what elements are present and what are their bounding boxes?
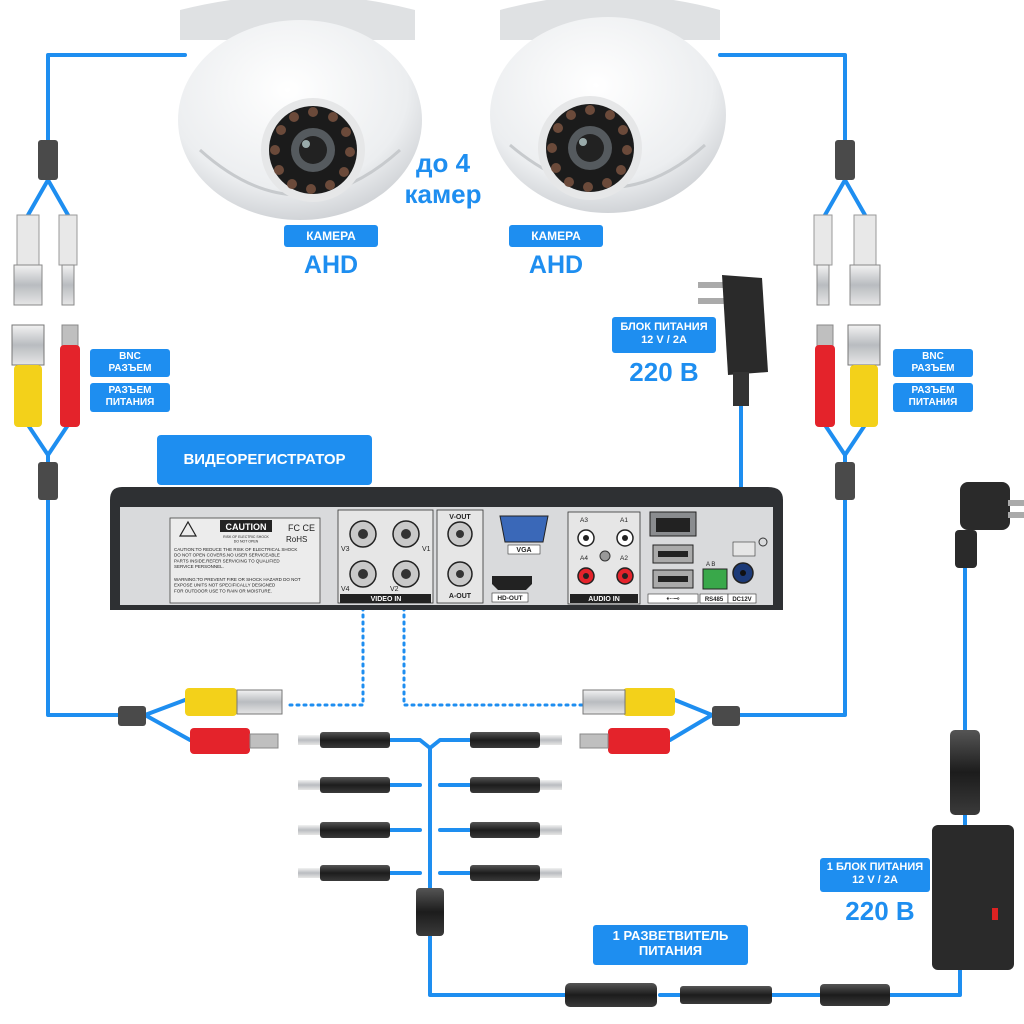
left-power-label: РАЗЪЕМ ПИТАНИЯ [90,383,170,412]
bottom-right-connectors [579,688,740,754]
video-in-label: VIDEO IN [371,596,402,603]
camera-right-badge: КАМЕРА [509,225,603,247]
audio-in-label: AUDIO IN [588,596,620,603]
hdmi-port [492,576,532,590]
ground-screw [758,537,768,547]
port-dc12v: DC12V [732,597,751,603]
port-vga: VGA [516,547,531,554]
left-bnc-label: BNC РАЗЪЕМ [90,349,170,377]
wall-plug [950,482,1024,815]
top-adapter-label: БЛОК ПИТАНИЯ 12 V / 2A [612,317,716,353]
power-adapter-top [698,275,768,406]
bottom-adapter-voltage: 220 В [845,896,915,926]
splitter-plug-row [298,865,562,881]
warning-text: WARNING:TO PREVENT FIRE OR SHOCK HAZARD … [174,577,301,593]
splitter-plug-row [298,777,562,793]
port-v3: V3 [341,546,350,553]
port-a2: A2 [620,555,628,562]
bottom-left-power-red [190,728,250,754]
video-in-block [337,509,434,604]
wall-plug-strain-relief [950,730,980,815]
camera-left-type: AHD [303,251,359,279]
vga-port [499,515,549,543]
camera-left-badge: КАМЕРА [284,225,378,247]
port-v-out: V-OUT [449,514,471,521]
left-bnc-yellow [14,365,42,427]
bottom-right-power-red [608,728,670,754]
caution-title: CAUTION [226,522,267,532]
splitter-plug-row [298,732,562,748]
right-split-cable [823,178,867,217]
left-power-red [60,345,80,427]
bottom-left-bnc-yellow [185,688,237,716]
left-bottom-branch [143,698,192,742]
right-bnc-yellow [850,365,878,427]
left-lower-cable [26,423,120,717]
port-a-out: A-OUT [449,593,472,600]
caution-text: CAUTION:TO REDUCE THE RISK OF ELECTRICAL… [174,547,297,569]
right-camera-cable [718,53,847,152]
port-rs485: RS485 [705,597,724,603]
caution-label [169,517,321,604]
port-ab: A B [706,562,715,568]
port-a3: A3 [580,517,588,524]
video-signal-dotted-lines [283,606,587,707]
camera-count-note: до 4 камер [404,148,482,209]
port-hd-out: HD-OUT [497,595,522,602]
bottom-right-bnc-yellow [623,688,675,716]
left-cable-junction [38,140,58,180]
left-split-cable [26,178,70,217]
left-cable-connectors [11,140,80,500]
port-v4: V4 [341,586,350,593]
left-lower-junction [38,462,58,500]
port-a1: A1 [620,517,628,524]
right-cable-connectors [813,140,881,500]
splitter-plugs [298,732,890,1007]
splitter-hub [416,888,444,936]
fcc-mark: FC CE [288,523,315,533]
right-power-label: РАЗЪЕМ ПИТАНИЯ [893,383,973,412]
splitter-plug-row [298,822,562,838]
top-adapter-voltage: 220 В [629,357,699,387]
camera-left [178,0,422,220]
port-v1: V1 [422,546,431,553]
splitter-to-adapter-cable [428,933,962,997]
adapter-output-plug [680,986,772,1004]
splitter-label: 1 РАЗВЕТВИТЕЛЬ ПИТАНИЯ [593,925,748,965]
power-adapter-bottom [932,825,1014,970]
splitter-input-socket [565,983,657,1007]
rohs-mark: RoHS [286,535,307,544]
right-lower-cable [738,423,867,717]
bottom-adapter-label: 1 БЛОК ПИТАНИЯ 12 V / 2A [820,858,930,892]
port-v2: V2 [390,586,399,593]
camera-right [490,0,726,213]
left-camera-cable [46,53,187,152]
right-power-red [815,345,835,427]
port-a4: A4 [580,555,588,562]
bottom-left-connectors [118,688,283,754]
camera-right-type: AHD [528,251,584,279]
right-bnc-label: BNC РАЗЪЕМ [893,349,973,377]
right-bottom-branch [668,698,714,742]
dvr-badge: ВИДЕОРЕГИСТРАТОР [157,435,372,485]
usb-icon: ⇠⊸ [666,594,680,603]
rs485-terminal [702,568,728,590]
